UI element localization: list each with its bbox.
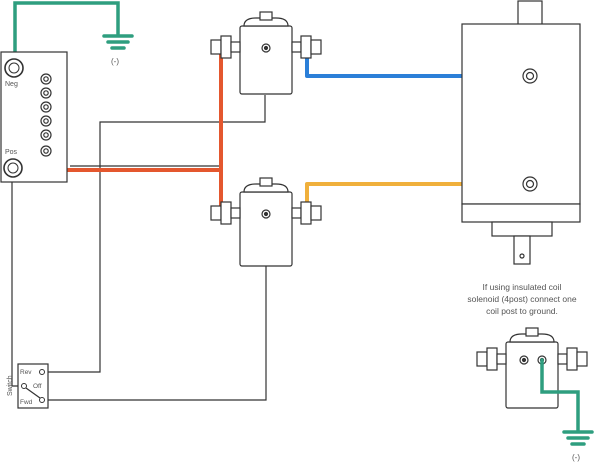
insulated-solenoid xyxy=(476,327,588,409)
wire-top-coil-to-switch xyxy=(48,95,266,373)
insulated-coil-note: If using insulated coil solenoid (4post)… xyxy=(467,282,576,316)
motor-terminal-b xyxy=(522,176,538,192)
top-solenoid xyxy=(210,11,322,95)
control-wires xyxy=(11,95,267,401)
battery-neg-label: Neg xyxy=(5,81,18,88)
note-line-3: coil post to ground. xyxy=(486,306,558,316)
wire-bottom-coil-to-switch xyxy=(48,266,267,401)
control-switch: Switch Rev Off Fwd xyxy=(7,363,49,409)
switch-fwd-label: Fwd xyxy=(20,399,33,406)
battery-pos-terminal xyxy=(3,158,23,178)
switch-fwd-contact xyxy=(39,397,45,403)
insulated-solenoid-body xyxy=(505,341,559,409)
switch-off-label: Off xyxy=(33,383,42,390)
motor-body xyxy=(461,23,581,205)
switch-side-label: Switch xyxy=(7,375,14,396)
motor-terminal-a xyxy=(522,68,538,84)
bottom-solenoid xyxy=(210,177,322,267)
switch-common-contact xyxy=(21,383,27,389)
switch-lever xyxy=(25,387,41,399)
bottom-ground xyxy=(540,358,594,446)
note-line-2: solenoid (4post) connect one xyxy=(467,294,576,304)
battery-cells xyxy=(40,73,52,157)
bottom-ground-label: (-) xyxy=(572,453,580,462)
wire-pos-to-switch xyxy=(11,170,22,387)
switch-rev-contact xyxy=(39,369,45,375)
winch-motor xyxy=(461,0,581,265)
note-line-1: If using insulated coil xyxy=(483,282,562,292)
battery: Neg Pos xyxy=(0,51,68,183)
battery-pos-label: Pos xyxy=(5,149,18,156)
top-ground xyxy=(13,1,134,64)
switch-rev-label: Rev xyxy=(20,369,32,376)
top-ground-label: (-) xyxy=(111,57,119,66)
battery-neg-terminal xyxy=(4,58,24,78)
bottom-solenoid-body xyxy=(239,191,293,267)
top-solenoid-body xyxy=(239,25,293,95)
